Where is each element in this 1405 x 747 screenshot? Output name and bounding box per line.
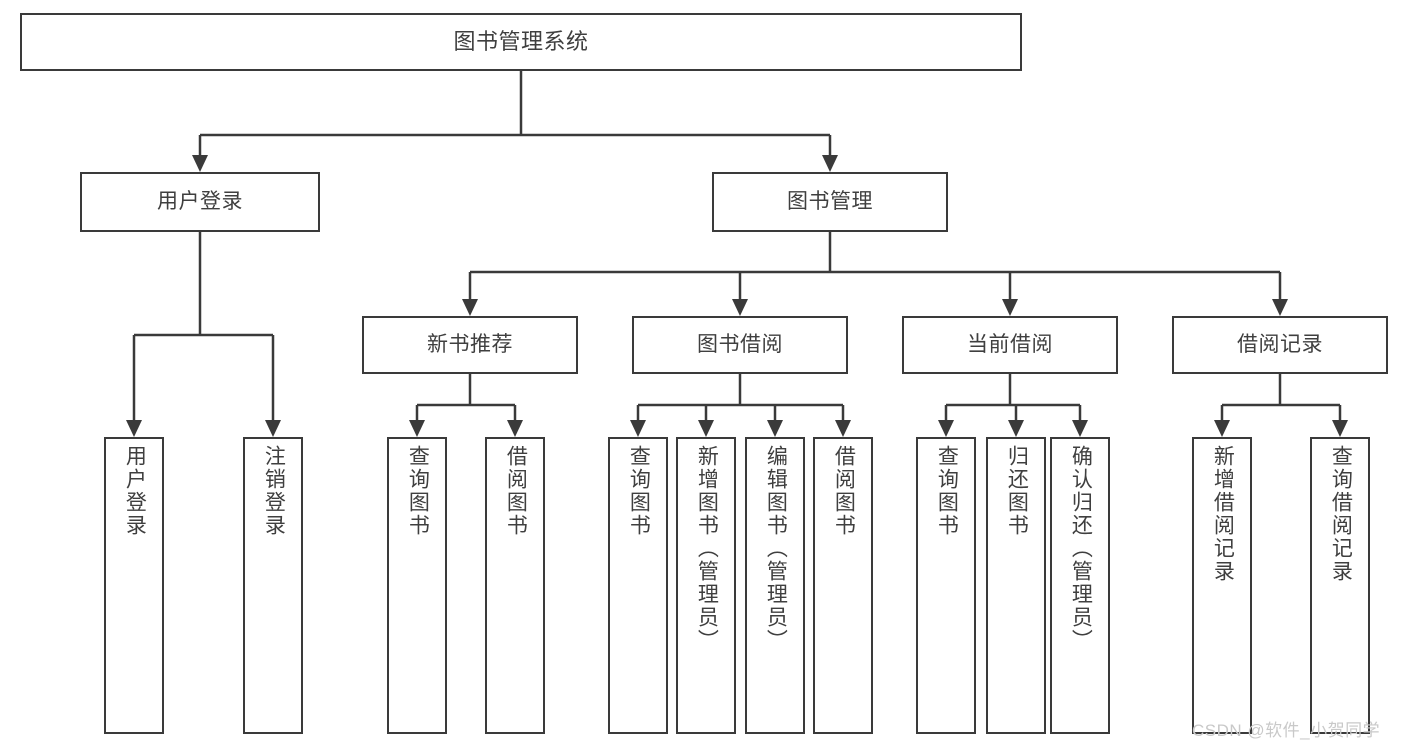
leaf-borrow-book-2[interactable]: 借阅图书 [813,437,873,734]
leaf-confirm-return[interactable]: 确认归还（管理员） [1050,437,1110,734]
leaf-logout[interactable]: 注销登录 [243,437,303,734]
leaf-add-record[interactable]: 新增借阅记录 [1192,437,1252,734]
node-label: 注销登录 [262,445,286,537]
node-root-system[interactable]: 图书管理系统 [20,13,1022,71]
node-label: 图书借阅 [697,332,783,356]
node-label: 查询图书 [935,445,959,537]
node-book-borrow[interactable]: 图书借阅 [632,316,848,374]
node-label: 借阅图书 [504,445,528,537]
node-book-manage[interactable]: 图书管理 [712,172,948,232]
leaf-edit-book[interactable]: 编辑图书（管理员） [745,437,805,734]
node-user-login[interactable]: 用户登录 [80,172,320,232]
node-borrow-record[interactable]: 借阅记录 [1172,316,1388,374]
leaf-return-book[interactable]: 归还图书 [986,437,1046,734]
node-label: 当前借阅 [967,332,1053,356]
node-label: 编辑图书（管理员） [764,445,788,652]
node-label: 查询借阅记录 [1329,445,1353,583]
node-label: 新书推荐 [427,332,513,356]
leaf-query-book-2[interactable]: 查询图书 [608,437,668,734]
leaf-user-login[interactable]: 用户登录 [104,437,164,734]
leaf-query-record[interactable]: 查询借阅记录 [1310,437,1370,734]
node-label: 查询图书 [627,445,651,537]
node-new-book-recommend[interactable]: 新书推荐 [362,316,578,374]
leaf-query-book-3[interactable]: 查询图书 [916,437,976,734]
node-label: 确认归还（管理员） [1069,445,1093,652]
leaf-add-book[interactable]: 新增图书（管理员） [676,437,736,734]
node-label: 借阅图书 [832,445,856,537]
leaf-query-book-1[interactable]: 查询图书 [387,437,447,734]
node-label: 查询图书 [406,445,430,537]
node-label: 图书管理 [787,189,873,213]
node-label: 用户登录 [157,189,243,213]
node-label: 图书管理系统 [453,29,589,55]
leaf-borrow-book-1[interactable]: 借阅图书 [485,437,545,734]
node-label: 归还图书 [1005,445,1029,537]
node-label: 用户登录 [123,445,147,537]
node-current-borrow[interactable]: 当前借阅 [902,316,1118,374]
csdn-watermark: CSDN @软件_小贺同学 [1192,721,1381,740]
node-label: 新增图书（管理员） [695,445,719,652]
node-label: 新增借阅记录 [1211,445,1235,583]
node-label: 借阅记录 [1237,332,1323,356]
